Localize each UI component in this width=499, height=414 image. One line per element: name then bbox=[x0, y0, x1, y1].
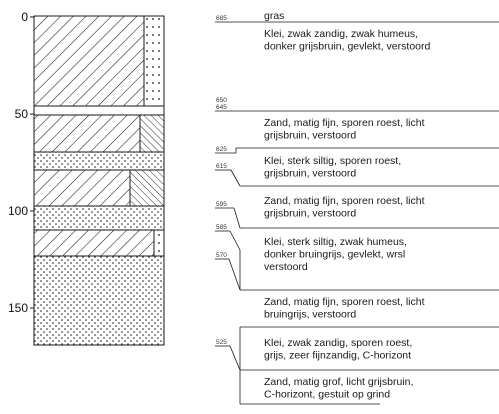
layer-sand-1-wedge bbox=[140, 115, 164, 152]
elevation-645: 645 bbox=[216, 104, 227, 111]
label-line: Klei, sterk siltig, sporen roest, bbox=[264, 155, 401, 167]
layer-clay-1 bbox=[34, 16, 144, 106]
layer-descriptions: gras Klei, zwak zandig, zwak humeus,donk… bbox=[264, 10, 430, 401]
layer-sand-3 bbox=[34, 230, 154, 256]
layer-boundary-band bbox=[34, 106, 164, 115]
label-line: Klei, zwak zandig, zwak humeus, bbox=[264, 28, 418, 40]
layer-sand-2 bbox=[34, 170, 130, 206]
label-sand-4: Zand, matig grof, licht grijsbruin,C-hor… bbox=[264, 376, 413, 401]
label-line: Klei, sterk siltig, zwak humeus, bbox=[264, 236, 407, 248]
axis-tick-label: 0 bbox=[21, 10, 28, 24]
label-line: grijsbruin, verstoord bbox=[264, 168, 356, 180]
label-line: donker grijsbruin, gevlekt, verstoord bbox=[264, 41, 430, 53]
layer-sand-1 bbox=[34, 115, 140, 152]
layer-sand-4 bbox=[34, 256, 164, 345]
axis-tick-150: 150 bbox=[8, 301, 34, 315]
elevation-625: 625 bbox=[216, 146, 227, 153]
elevation-650: 650 bbox=[216, 97, 227, 104]
soil-column bbox=[34, 16, 164, 345]
layer-clay-2 bbox=[34, 152, 164, 170]
label-line: C-horizont, gestuit op grind bbox=[264, 389, 390, 401]
layer-clay-1-strip bbox=[144, 16, 164, 106]
elevation-595: 595 bbox=[216, 201, 227, 208]
label-line: verstoord bbox=[264, 261, 308, 273]
elevation-615: 615 bbox=[216, 163, 227, 170]
axis-tick-label: 100 bbox=[8, 204, 28, 218]
depth-axis: 0 50 100 150 bbox=[8, 10, 34, 345]
axis-tick-label: 150 bbox=[8, 301, 28, 315]
axis-tick-100: 100 bbox=[8, 204, 34, 218]
label-line: grijsbruin, verstoord bbox=[264, 208, 356, 220]
elevation-685: 685 bbox=[216, 15, 227, 22]
label-line: donker bruingrijs, gevlekt, wrsl bbox=[264, 249, 405, 261]
axis-tick-0: 0 bbox=[21, 10, 34, 24]
layer-sand-2-wedge bbox=[130, 170, 164, 206]
label-clay-4: Klei, zwak zandig, sporen roest,grijs, z… bbox=[264, 337, 412, 362]
label-line: grijsbruin, verstoord bbox=[264, 130, 356, 142]
label-line: Zand, matig fijn, sporen roest, licht bbox=[264, 296, 425, 308]
label-grass: gras bbox=[264, 10, 284, 22]
label-clay-3: Klei, sterk siltig, zwak humeus,donker b… bbox=[264, 236, 407, 273]
label-line: Klei, zwak zandig, sporen roest, bbox=[264, 337, 412, 349]
label-line: Zand, matig fijn, sporen roest, licht bbox=[264, 117, 425, 129]
elevation-585: 585 bbox=[216, 224, 227, 231]
layer-sand-3-strip bbox=[154, 230, 164, 256]
label-clay-1: Klei, zwak zandig, zwak humeus,donker gr… bbox=[264, 28, 430, 53]
elevation-570: 570 bbox=[216, 252, 227, 259]
axis-tick-label: 50 bbox=[15, 107, 29, 121]
label-line: bruingrijs, verstoord bbox=[264, 309, 356, 321]
label-line: Zand, matig fijn, sporen roest, licht bbox=[264, 195, 425, 207]
label-clay-2: Klei, sterk siltig, sporen roest,grijsbr… bbox=[264, 155, 401, 180]
axis-tick-50: 50 bbox=[15, 107, 34, 121]
elevation-labels: 685 650 645 625 615 595 585 570 525 bbox=[216, 15, 227, 346]
label-line: Zand, matig grof, licht grijsbruin, bbox=[264, 376, 413, 388]
label-line: grijs, zeer fijnzandig, C-horizont bbox=[264, 350, 411, 362]
label-line: gras bbox=[264, 10, 284, 22]
layer-clay-3 bbox=[34, 206, 164, 230]
elevation-525: 525 bbox=[216, 339, 227, 346]
